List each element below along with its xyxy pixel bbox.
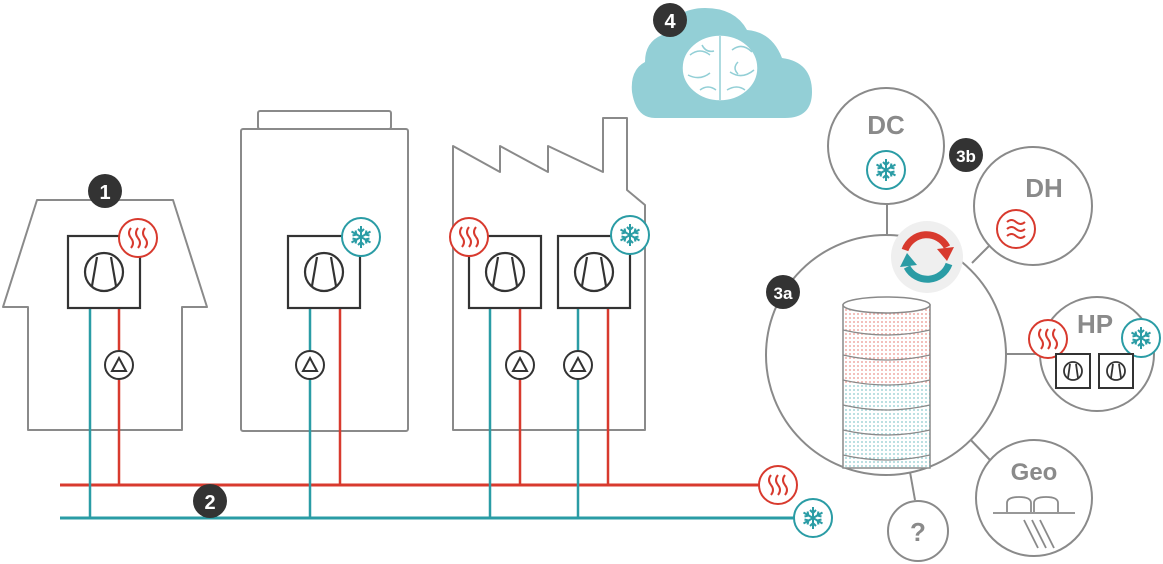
unknown-label: ? <box>910 517 926 547</box>
office-pump-icon <box>295 350 325 380</box>
geo-label: Geo <box>1011 459 1058 486</box>
badge-3b: 3b <box>949 138 983 172</box>
unknown-node: ? <box>887 500 949 562</box>
geo-node: Geo <box>975 439 1093 557</box>
hp-compressor-2-icon <box>1098 353 1134 389</box>
house-pump-icon <box>104 350 134 380</box>
storage-tank <box>842 296 931 469</box>
grid-heat-icon <box>758 465 798 505</box>
badge-2-label: 2 <box>204 492 215 514</box>
hp-compressor-1-icon <box>1055 353 1091 389</box>
factory-pump-1-icon <box>505 350 535 380</box>
hp-label: HP <box>1077 309 1113 339</box>
brain-icon <box>681 34 759 102</box>
dc-cool-icon <box>866 150 906 190</box>
badge-3a-label: 3a <box>774 284 793 303</box>
office-cool-icon <box>341 217 381 257</box>
dc-node: DC <box>827 87 945 205</box>
factory-pump-2-icon <box>563 350 593 380</box>
badge-4-label: 4 <box>664 11 676 33</box>
badge-4: 4 <box>653 3 687 37</box>
office-building <box>240 110 409 518</box>
hp-cool-icon <box>1121 318 1161 358</box>
dh-label: DH <box>1025 173 1063 203</box>
badge-2: 2 <box>193 484 227 518</box>
wavy-lines-icon <box>996 209 1036 249</box>
factory-cool-icon <box>610 215 650 255</box>
dc-label: DC <box>867 110 905 140</box>
badge-1-label: 1 <box>99 182 110 204</box>
badge-3a: 3a <box>766 275 800 309</box>
badge-3b-label: 3b <box>956 147 976 166</box>
hp-heat-icon <box>1028 319 1068 359</box>
factory-building <box>449 117 650 518</box>
circular-arrows-icon <box>891 221 963 293</box>
grid-cool-icon <box>793 498 833 538</box>
badge-1: 1 <box>88 174 122 208</box>
geothermal-well-icon <box>993 496 1075 549</box>
hp-node: HP <box>1028 296 1161 412</box>
house-heat-icon <box>118 218 158 258</box>
dh-node: DH <box>973 146 1093 266</box>
factory-heat-icon <box>449 217 489 257</box>
house-building <box>2 199 208 518</box>
